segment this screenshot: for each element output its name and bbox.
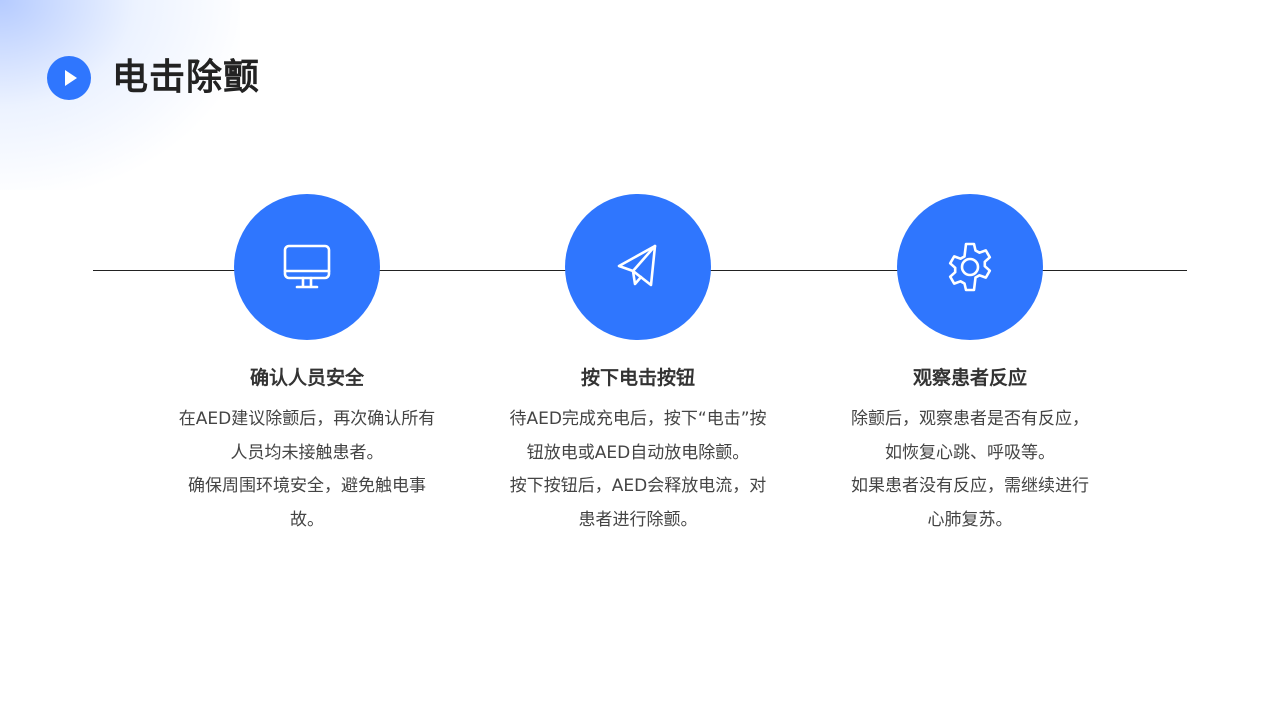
- text-line: 按下按钮后，AED会释放电流，对: [509, 476, 767, 496]
- gear-icon: [948, 242, 992, 292]
- step-circle: [897, 194, 1043, 340]
- step-circle: [234, 194, 380, 340]
- step-1: 确认人员安全 在AED建议除颤后，再次确认所有 人员均未接触患者。 确保周围环境…: [137, 194, 477, 537]
- step-title: 按下电击按钮: [580, 367, 695, 389]
- step-title: 确认人员安全: [249, 367, 364, 389]
- text-line: 待AED完成充电后，按下“电击”按: [509, 409, 767, 429]
- text-line: 在AED建议除颤后，再次确认所有: [178, 409, 436, 429]
- play-icon: [47, 56, 91, 100]
- text-line: 除颤后，观察患者是否有反应，: [851, 409, 1089, 429]
- text-line: 故。: [290, 509, 324, 530]
- text-line: 确保周围环境安全，避免触电事: [188, 476, 426, 496]
- paper-plane-icon: [617, 244, 657, 287]
- text-line: 患者进行除颤。: [578, 509, 698, 530]
- text-line: 心肺复苏。: [927, 509, 1013, 530]
- text-line: 人员均未接触患者。: [230, 442, 384, 463]
- step-description: 在AED建议除颤后，再次确认所有 人员均未接触患者。 确保周围环境安全，避免触电…: [137, 403, 477, 537]
- step-circle: [565, 194, 711, 340]
- step-description: 待AED完成充电后，按下“电击”按 钮放电或AED自动放电除颤。 按下按钮后，A…: [468, 403, 808, 537]
- text-line: 钮放电或AED自动放电除颤。: [526, 442, 750, 463]
- background-glow: [0, 0, 240, 190]
- step-description: 除颤后，观察患者是否有反应， 如恢复心跳、呼吸等。 如果患者没有反应，需继续进行…: [800, 403, 1140, 537]
- page-title: 电击除颤: [112, 57, 261, 98]
- step-title: 观察患者反应: [912, 367, 1027, 389]
- step-2: 按下电击按钮 待AED完成充电后，按下“电击”按 钮放电或AED自动放电除颤。 …: [468, 194, 808, 537]
- text-line: 如恢复心跳、呼吸等。: [885, 442, 1055, 463]
- step-3: 观察患者反应 除颤后，观察患者是否有反应， 如恢复心跳、呼吸等。 如果患者没有反…: [800, 194, 1140, 537]
- text-line: 如果患者没有反应，需继续进行: [851, 476, 1089, 496]
- monitor-icon: [283, 244, 331, 289]
